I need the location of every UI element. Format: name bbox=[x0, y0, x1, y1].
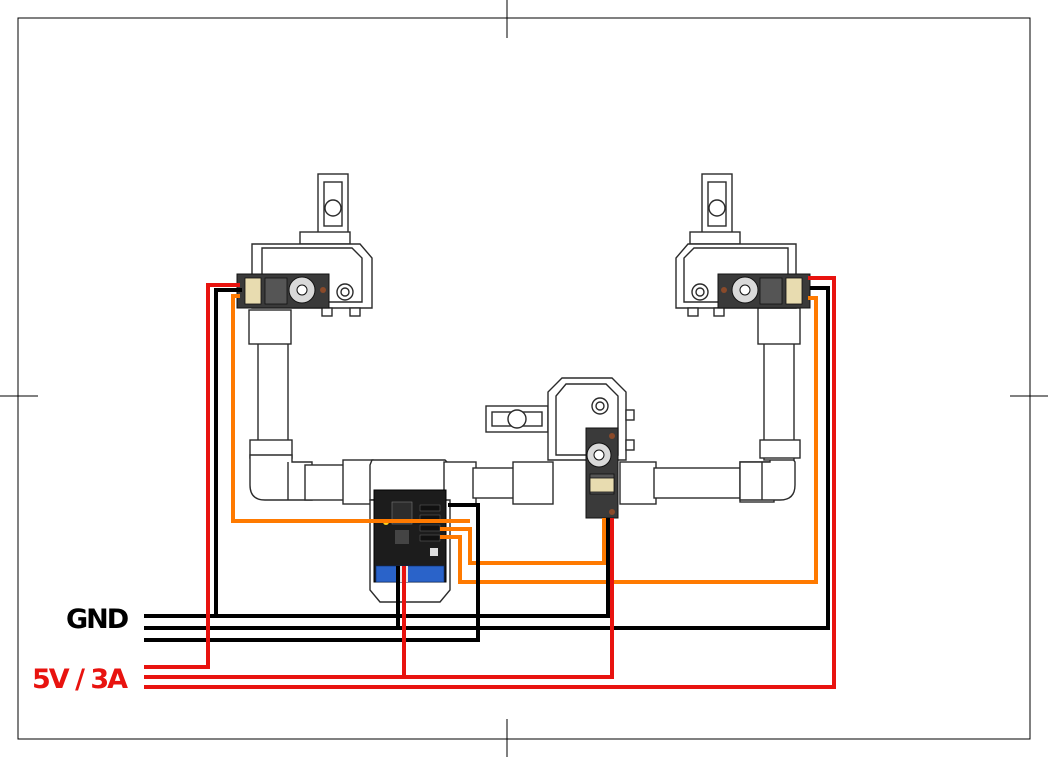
power-wires bbox=[144, 276, 836, 689]
servo-driver-board bbox=[373, 489, 447, 583]
right-servo bbox=[717, 273, 811, 309]
center-servo bbox=[585, 427, 619, 519]
pipe-frame bbox=[248, 307, 801, 505]
left-servo bbox=[236, 273, 330, 309]
gnd-label: GND bbox=[66, 604, 129, 635]
ground-wires bbox=[144, 286, 830, 642]
power-label: 5V / 3A bbox=[32, 664, 128, 695]
signal-wires bbox=[231, 294, 818, 584]
